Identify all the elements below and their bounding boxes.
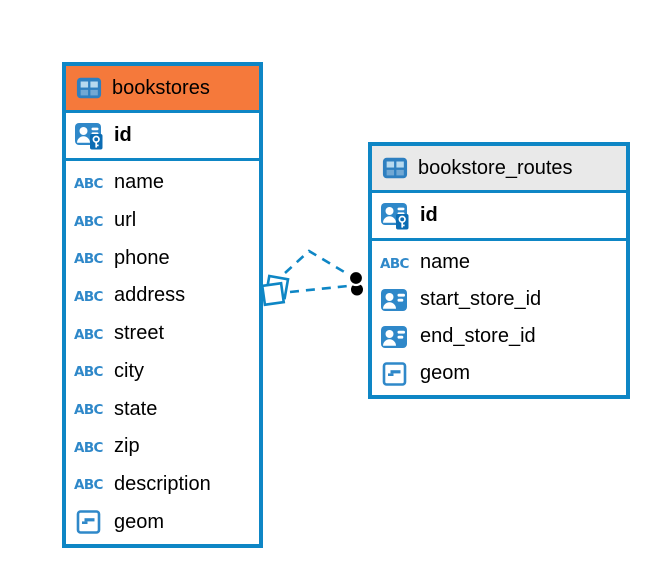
column-name: description <box>114 472 211 495</box>
column-name: street <box>114 322 165 345</box>
column-name: phone <box>114 246 170 269</box>
column-row[interactable]: url <box>66 202 259 240</box>
text-icon <box>380 249 412 277</box>
column-row[interactable]: zip <box>66 428 259 466</box>
column-row-id[interactable]: id <box>372 193 626 241</box>
column-name: name <box>114 171 165 194</box>
text-icon <box>74 395 106 423</box>
column-row[interactable]: state <box>66 390 259 428</box>
text-icon <box>74 357 106 385</box>
column-row[interactable]: geom <box>372 355 626 392</box>
column-name: url <box>114 209 137 232</box>
column-list: name url phone address <box>66 161 259 544</box>
geometry-icon <box>380 360 412 388</box>
relationship-line[interactable] <box>284 249 352 278</box>
column-list: name start_store_id end_store_id geom <box>372 241 626 395</box>
circle-marker[interactable] <box>347 269 365 287</box>
column-row[interactable]: geom <box>66 503 259 541</box>
column-name: id <box>114 124 132 146</box>
table-header-bookstore-routes[interactable]: bookstore_routes <box>372 146 626 193</box>
column-name: id <box>420 204 438 226</box>
table-bookstore-routes[interactable]: bookstore_routes id name start_store_id <box>368 142 630 399</box>
column-name: geom <box>420 362 471 384</box>
column-row[interactable]: start_store_id <box>372 281 626 318</box>
column-row[interactable]: name <box>66 164 259 202</box>
table-icon <box>380 155 410 181</box>
column-name: city <box>114 359 144 382</box>
text-icon <box>74 433 106 461</box>
text-icon <box>74 244 106 272</box>
table-title: bookstores <box>112 76 210 99</box>
text-icon <box>74 470 106 498</box>
column-name: zip <box>114 435 140 458</box>
column-name: name <box>420 251 471 273</box>
foreign-key-user-icon <box>380 323 412 351</box>
circle-marker[interactable] <box>351 283 363 296</box>
table-icon <box>74 75 104 101</box>
column-row-id[interactable]: id <box>66 113 259 161</box>
column-name: start_store_id <box>420 288 542 310</box>
diamond-marker[interactable] <box>260 281 286 307</box>
relationship-line[interactable] <box>289 284 349 294</box>
primary-key-user-icon <box>74 122 106 150</box>
column-name: geom <box>114 510 165 533</box>
column-name: state <box>114 397 158 420</box>
text-icon <box>74 169 106 197</box>
table-title: bookstore_routes <box>418 156 573 179</box>
text-icon <box>74 282 106 310</box>
column-row[interactable]: end_store_id <box>372 318 626 355</box>
column-name: end_store_id <box>420 325 536 347</box>
column-row[interactable]: description <box>66 466 259 504</box>
table-header-bookstores[interactable]: bookstores <box>66 66 259 113</box>
geometry-icon <box>74 508 106 536</box>
column-name: address <box>114 284 186 307</box>
text-icon <box>74 207 106 235</box>
column-row[interactable]: name <box>372 244 626 281</box>
table-bookstores[interactable]: bookstores id name url phone <box>62 62 263 548</box>
primary-key-user-icon <box>380 202 412 230</box>
diamond-marker[interactable] <box>264 274 290 300</box>
column-row[interactable]: street <box>66 315 259 353</box>
column-row[interactable]: phone <box>66 239 259 277</box>
text-icon <box>74 320 106 348</box>
foreign-key-user-icon <box>380 286 412 314</box>
column-row[interactable]: city <box>66 353 259 391</box>
column-row[interactable]: address <box>66 277 259 315</box>
